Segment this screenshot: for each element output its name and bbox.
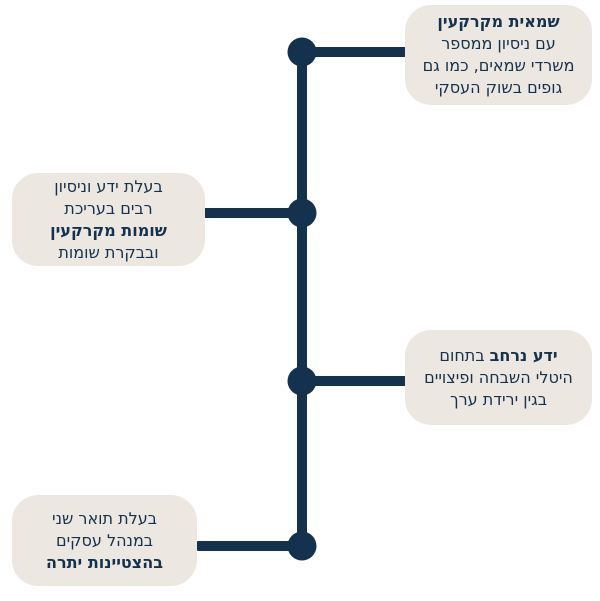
connector-node-1 [302, 47, 412, 57]
card-1-line-1: שמאית מקרקעין [437, 12, 560, 31]
connector-node-2 [202, 208, 302, 218]
card-2-line-3: שומות מקרקעין [50, 220, 167, 240]
timeline-node-1 [287, 37, 317, 67]
card-3-line-1-bold: ידע נרחב [489, 345, 558, 365]
connector-node-4 [197, 541, 302, 551]
card-2-line-2: רבים בעריכת [64, 198, 153, 218]
connector-node-3 [302, 376, 412, 386]
card-1-line-4: גופים בשוק העסקי [434, 78, 563, 97]
timeline-card-4: בעלת תואר שני במנהל עסקים בהצטיינות יתרה [12, 495, 197, 586]
timeline-spine [297, 52, 307, 546]
card-4-line-2: במנהל עסקים [55, 530, 154, 550]
timeline-node-2 [287, 198, 317, 228]
card-2-line-4: ובבקרת שומות [58, 242, 159, 262]
timeline-card-2: בעלת ידע וניסיון רבים בעריכת שומות מקרקע… [12, 173, 205, 266]
timeline-node-3 [287, 366, 317, 396]
card-3-line-2: היטלי השבחה ופיצויים [424, 367, 573, 387]
card-3-line-3: בגין ירידת ערך [449, 389, 548, 409]
timeline-card-3: ידע נרחב בתחום היטלי השבחה ופיצויים בגין… [405, 330, 592, 425]
card-1-line-3: משרדי שמאים, כמו גם [422, 56, 575, 75]
card-2-line-1: בעלת ידע וניסיון [54, 176, 163, 196]
card-4-line-1: בעלת תואר שני [52, 508, 157, 528]
card-3-line-1-rest: בתחום [439, 345, 490, 365]
card-3-line-1: ידע נרחב בתחום [439, 345, 557, 367]
card-4-line-3: בהצטיינות יתרה [46, 552, 163, 572]
timeline-node-4 [287, 531, 317, 561]
card-1-line-2: עם ניסיון ממספר [441, 34, 556, 53]
timeline-card-1: שמאית מקרקעין עם ניסיון ממספר משרדי שמאי… [405, 5, 592, 105]
